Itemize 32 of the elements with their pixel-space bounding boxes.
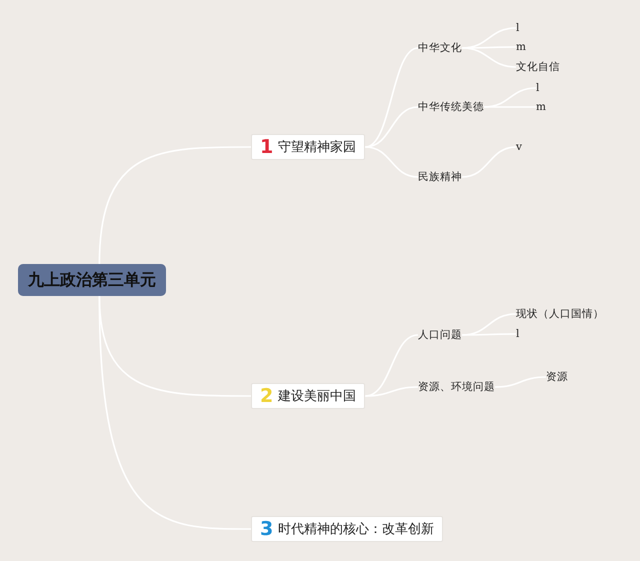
topic-box — [251, 383, 366, 409]
branch-text: 资源 — [546, 370, 568, 384]
branch-line — [98, 296, 251, 530]
branch-text: 人口问题 — [418, 328, 462, 342]
branch-line — [494, 376, 546, 388]
topic-box — [251, 516, 444, 542]
branch-text: 中华传统美德 — [418, 100, 484, 114]
branch-text: 中华文化 — [418, 41, 462, 55]
branch-line — [462, 47, 516, 68]
central-topic: 九上政治第三单元 — [18, 264, 166, 296]
topic-number: 1 — [260, 136, 274, 158]
branch-line — [98, 146, 251, 264]
branch-text: 文化自信 — [516, 60, 560, 74]
branch-line — [365, 146, 418, 178]
branch-text: 现状（人口国情） — [516, 307, 604, 321]
branch-text: 资源、环境问题 — [418, 380, 495, 394]
leaf-text: l — [516, 327, 520, 341]
leaf-text: l — [516, 21, 520, 35]
leaf-text: v — [516, 140, 522, 154]
branch-line — [365, 47, 418, 148]
topic-box — [251, 134, 366, 160]
topic-title: 时代精神的核心：改革创新 — [278, 521, 434, 538]
leaf-text: l — [536, 81, 540, 95]
branch-line — [462, 146, 516, 178]
topic-title: 守望精神家园 — [278, 139, 356, 156]
topic-title: 建设美丽中国 — [278, 388, 356, 405]
topic-number: 3 — [260, 518, 274, 540]
branch-text: 民族精神 — [418, 170, 462, 184]
leaf-text: m — [516, 40, 526, 54]
topic-number: 2 — [260, 385, 274, 407]
leaf-text: m — [536, 100, 546, 114]
branch-line — [365, 386, 418, 397]
